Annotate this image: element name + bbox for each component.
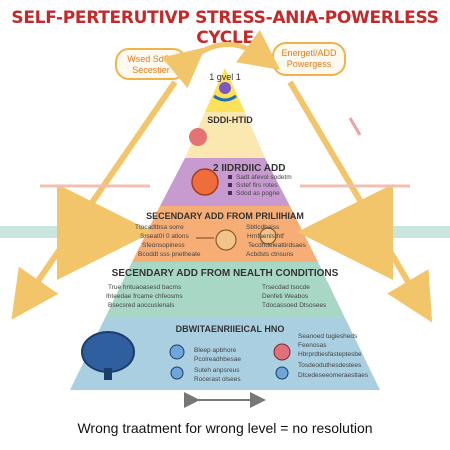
tier-4-label: SECENDARY ADD FROM PRILIIHIAM — [146, 211, 304, 221]
tier3-line-1: Sadt afevol sodetm — [236, 174, 292, 181]
tier4-left-line-2: Srseat0I 0 atlons — [140, 233, 189, 240]
tier3-line-2: Sstef flrs rotes — [236, 182, 278, 189]
tier6-right-line-1: Seanoed tugiesheds — [298, 333, 358, 340]
tier4-left-line-1: Ttocadtbsa sorre — [135, 224, 184, 231]
footer-caption: Wrong traatment for wrong level = no res… — [77, 420, 373, 436]
apex-figure-head — [219, 82, 231, 94]
side-arrow-right-2 — [348, 117, 362, 136]
tier6-brain-large — [81, 331, 135, 373]
tier6-brain-small-3 — [273, 343, 291, 361]
tier-apex-label: 1 gvel 1 — [209, 72, 241, 82]
tier3-line-3: Sdod as pogne — [236, 190, 280, 197]
tier5-right-line-1: Trsecdad tsocde — [262, 284, 310, 291]
tier6-right-line-3: Hbrprdtiesfasteptesbe — [298, 351, 362, 358]
tier4-brain-left — [215, 229, 237, 251]
tier6-brain-small-1 — [169, 344, 185, 360]
tier5-left-line-3: Bsecsred aoccuslenals — [108, 302, 175, 309]
tier6-left-line-3: Suteh anpsreus — [194, 367, 240, 374]
tier6-brain-small-2 — [170, 366, 184, 380]
tier3-bullet-2 — [228, 183, 232, 187]
tier4-right-line-4: Acbdsts ctnsuns — [246, 251, 294, 258]
tier-3 — [160, 158, 290, 206]
tier5-left-line-2: Ihteedae frcame chfeosms — [106, 293, 183, 300]
tier-5 — [105, 262, 345, 318]
tier3-bullet-1 — [228, 175, 232, 179]
cycle-arrow-top — [161, 30, 281, 89]
tier-6 — [70, 318, 380, 390]
tier4-right-line-2: Hrnfaenlsthtf — [247, 233, 284, 240]
tier-3-label: 2 IIDRDIIC ADD — [213, 163, 286, 174]
tier4-left-line-3: Sfeonsopiness — [142, 242, 185, 249]
tier-5-label: SECENDARY ADD FROM NEALTH CONDITIONS — [111, 268, 339, 279]
tier6-right-line-5: Dtcedeseeomeraestlaes — [298, 372, 369, 379]
tier5-right-line-3: Tdocassoed Dtsosees — [262, 302, 327, 309]
tier4-right-line-1: Sbtlcdbaiss — [246, 224, 280, 231]
tier4-left-line-4: Bcoddt sss pnetheate — [138, 251, 201, 258]
tier5-right-line-2: Denfeti Weabos — [262, 293, 309, 300]
tier-6-label: DBWITAENRIIEICAL HNO — [175, 324, 285, 334]
tier6-brain-small-4 — [275, 366, 289, 380]
tier2-icon — [189, 128, 207, 146]
tier4-right-line-3: Tecdhdeleattirdsaes — [248, 242, 306, 249]
tier5-left-line-1: True hntuaoasesd bacms — [108, 284, 182, 291]
tier4-brain-right — [259, 227, 277, 245]
apex-figure-arms — [213, 94, 237, 102]
tier6-right-line-4: Tosdeoduthesdestees — [298, 362, 362, 369]
tier3-bullet-3 — [228, 191, 232, 195]
tier6-left-line-1: Bleep apbhore — [194, 347, 237, 354]
tier3-brain-icon — [191, 168, 219, 196]
tier6-left-line-4: Rocerast olsees — [194, 376, 241, 383]
tier6-left-line-2: Pcolreadhbesae — [194, 356, 241, 363]
tier-2-label: SDDI-HTID — [207, 115, 253, 125]
tier6-brain-stem — [104, 368, 112, 380]
tier6-right-line-2: Feenosas — [298, 342, 327, 349]
tier-2 — [185, 112, 265, 158]
